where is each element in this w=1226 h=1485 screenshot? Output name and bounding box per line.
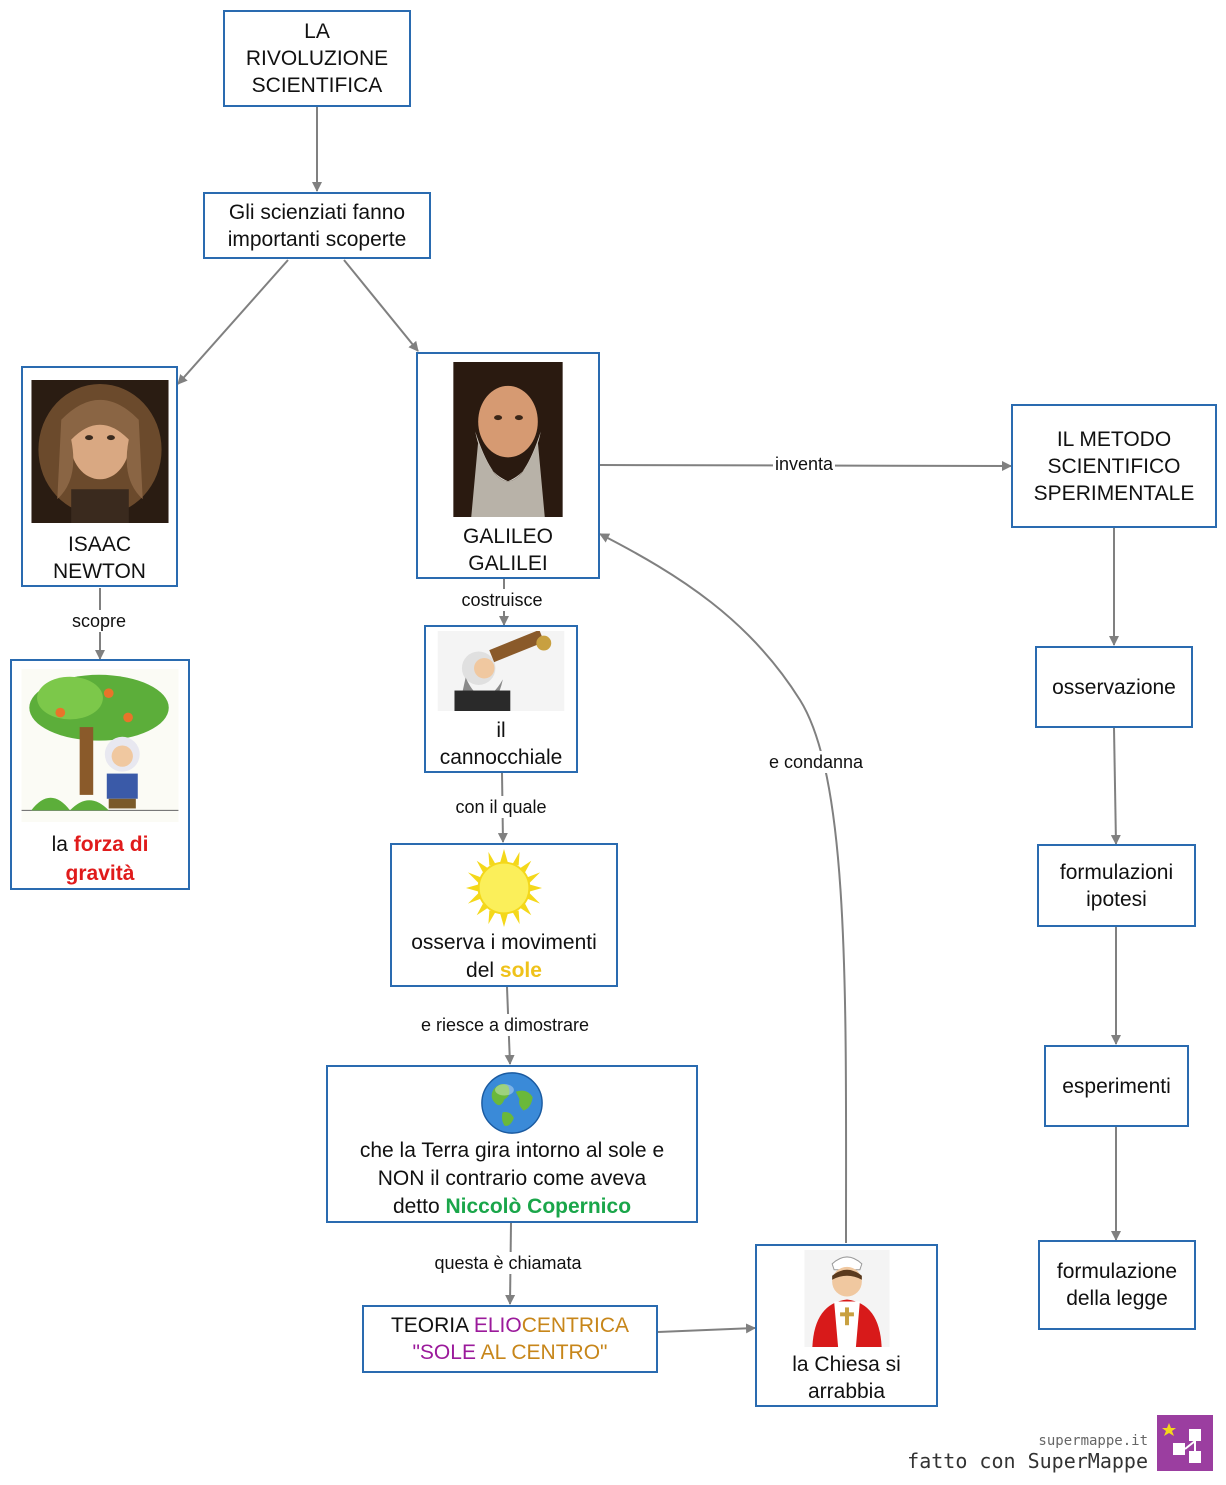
pope-icon — [803, 1250, 890, 1347]
node-isaac-newton[interactable]: ISAAC NEWTON — [21, 366, 178, 587]
node-cannocchiale[interactable]: il cannocchiale — [424, 625, 578, 773]
node-formulazione-legge[interactable]: formulazione della legge — [1038, 1240, 1196, 1330]
node-chiesa[interactable]: la Chiesa si arrabbia — [755, 1244, 938, 1407]
gravita-highlight-1: forza di — [73, 833, 149, 856]
edge-label-con-il-quale: con il quale — [453, 796, 549, 818]
node-teoria-eliocentrica[interactable]: TEORIA ELIOCENTRICA "SOLE AL CENTRO" — [362, 1305, 658, 1373]
supermappe-logo-icon — [1157, 1415, 1213, 1471]
teoria-word-1: TEORIA — [390, 1314, 474, 1337]
teoria-word-3: CENTRICA — [521, 1314, 630, 1337]
edge-label-e-riesce: e riesce a dimostrare — [418, 1014, 592, 1036]
terra-prefix: che la Terra gira intorno al sole e NON … — [359, 1139, 665, 1218]
sun-icon — [465, 849, 543, 927]
edge-osservazione-ipotesi — [1110, 727, 1121, 845]
footer-made-with: fatto con SuperMappe — [907, 1449, 1148, 1473]
node-formulazioni-ipotesi[interactable]: formulazioni ipotesi — [1037, 844, 1196, 927]
galileo-portrait-icon — [453, 362, 563, 517]
sole-prefix: osserva i movimenti del — [411, 931, 597, 982]
teoria-word-2: ELIO — [473, 1314, 522, 1337]
edge-chiesa-galileo — [599, 533, 848, 1244]
node-metodo-scientifico[interactable]: IL METODO SCIENTIFICO SPERIMENTALE — [1011, 404, 1217, 528]
gravita-highlight-2: gravità — [65, 862, 135, 885]
newton-portrait-icon — [30, 380, 169, 523]
edge-label-questa: questa è chiamata — [432, 1252, 584, 1274]
node-label: ISAAC NEWTON — [53, 533, 146, 583]
node-label: esperimenti — [1062, 1074, 1171, 1098]
node-terra-gira[interactable]: che la Terra gira intorno al sole e NON … — [326, 1065, 698, 1223]
terra-highlight: Niccolò Copernico — [445, 1195, 632, 1218]
node-label: IL METODO SCIENTIFICO SPERIMENTALE — [1033, 427, 1195, 505]
node-scienziati-scoperte[interactable]: Gli scienziati fanno importanti scoperte — [203, 192, 431, 259]
node-osservazione[interactable]: osservazione — [1035, 646, 1193, 728]
node-osserva-sole[interactable]: osserva i movimenti del sole — [390, 843, 618, 987]
edge-label-e-condanna: e condanna — [766, 751, 866, 773]
node-label: TEORIA ELIOCENTRICA "SOLE AL CENTRO" — [391, 1312, 629, 1366]
node-label: il cannocchiale — [439, 719, 563, 769]
node-rivoluzione-scientifica[interactable]: LA RIVOLUZIONE SCIENTIFICA — [223, 10, 411, 107]
telescope-galileo-icon — [437, 631, 565, 711]
edge-teoria-chiesa — [657, 1323, 756, 1334]
earth-icon — [481, 1072, 543, 1134]
edge-label-costruisce: costruisce — [459, 589, 545, 611]
node-label: formulazioni ipotesi — [1059, 860, 1174, 911]
node-label: GALILEO GALILEI — [463, 525, 553, 575]
node-label: la forza di gravità — [52, 830, 149, 888]
node-forza-gravita[interactable]: la forza di gravità — [10, 659, 190, 890]
node-label: formulazione della legge — [1056, 1260, 1178, 1310]
edge-scoperte-galileo — [343, 259, 419, 352]
footer-site[interactable]: supermappe.it — [1038, 1433, 1148, 1449]
node-label: osserva i movimenti del sole — [411, 929, 597, 985]
teoria-word-5: AL CENTRO" — [480, 1341, 608, 1364]
edge-scoperte-newton — [177, 259, 289, 385]
node-label: la Chiesa si arrabbia — [792, 1353, 901, 1403]
node-label: osservazione — [1052, 675, 1176, 699]
node-label: LA RIVOLUZIONE SCIENTIFICA — [245, 20, 389, 97]
node-esperimenti[interactable]: esperimenti — [1044, 1045, 1189, 1127]
edge-label-inventa: inventa — [772, 453, 836, 475]
node-label: che la Terra gira intorno al sole e NON … — [360, 1137, 664, 1221]
node-galileo-galilei[interactable]: GALILEO GALILEI — [416, 352, 600, 579]
node-label: Gli scienziati fanno importanti scoperte — [227, 200, 407, 251]
edge-label-scopre: scopre — [69, 610, 129, 632]
apple-tree-newton-icon — [21, 669, 179, 822]
sole-highlight: sole — [499, 959, 542, 982]
gravita-prefix: la — [51, 833, 74, 856]
teoria-word-4: "SOLE — [412, 1341, 481, 1364]
